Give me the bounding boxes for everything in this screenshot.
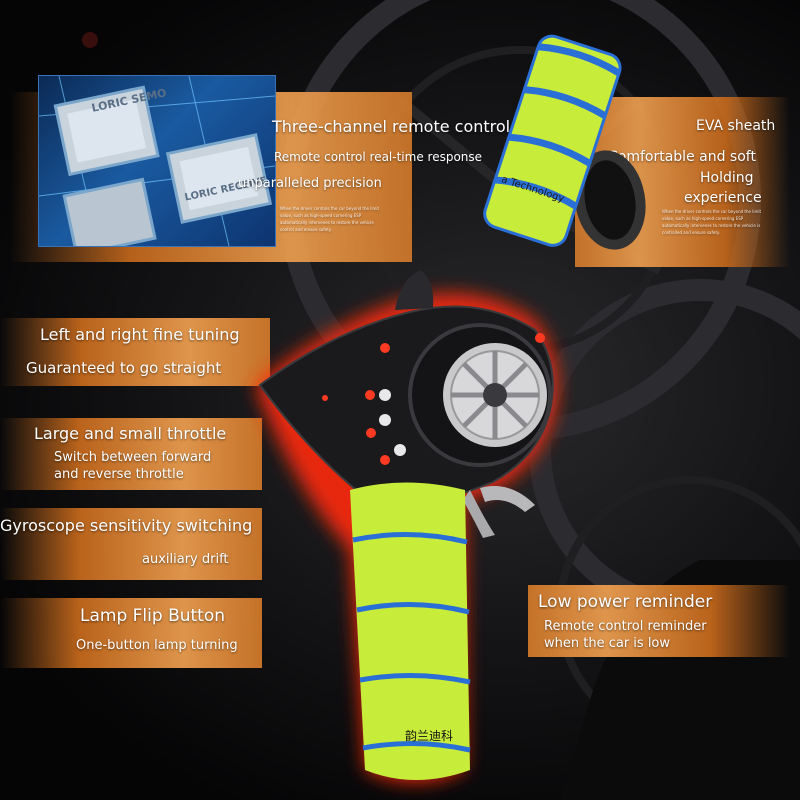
- eva-line1: Comfortable and soft: [608, 149, 756, 165]
- gyroscope-title: Gyroscope sensitivity switching: [0, 516, 253, 535]
- gyroscope-bar: [0, 508, 262, 580]
- lamp-bar: [0, 598, 262, 668]
- throttle-title: Large and small throttle: [34, 424, 227, 443]
- fine-tuning-sub: Guaranteed to go straight: [26, 359, 222, 377]
- three-channel-title: Three-channel remote control: [272, 117, 511, 136]
- eva-line3: experience: [684, 190, 762, 206]
- eva-line2: Holding: [700, 170, 754, 186]
- fine-tuning-bar: [0, 318, 270, 386]
- three-channel-line1: Remote control real-time response: [274, 150, 483, 164]
- low-power-sub2: when the car is low: [544, 636, 671, 651]
- eva-title: EVA sheath: [696, 118, 776, 134]
- remote-controller: [255, 270, 558, 783]
- low-power-title: Low power reminder: [538, 592, 713, 612]
- throttle-sub1: Switch between forward: [54, 450, 212, 465]
- foam-sheath-image: [483, 34, 646, 250]
- throttle-bar: [0, 418, 262, 490]
- fine-tuning-title: Left and right fine tuning: [40, 325, 240, 344]
- low-power-bar: [528, 585, 790, 657]
- chip-image: LORIC SEMO LORIC RECEIVE: [38, 75, 276, 247]
- three-channel-fine-print: When the driver controls the car beyond …: [280, 206, 380, 232]
- low-power-sub1: Remote control reminder: [544, 619, 707, 634]
- eva-fine-print: When the driver controls the car beyond …: [662, 209, 762, 235]
- lamp-title: Lamp Flip Button: [80, 606, 226, 626]
- three-channel-line2: unparalleled precision: [238, 176, 382, 191]
- gyroscope-sub: auxiliary drift: [142, 552, 229, 567]
- throttle-sub2: and reverse throttle: [54, 467, 184, 482]
- grip-print: 韵兰迪科: [405, 729, 454, 743]
- lamp-sub: One-button lamp turning: [76, 638, 238, 653]
